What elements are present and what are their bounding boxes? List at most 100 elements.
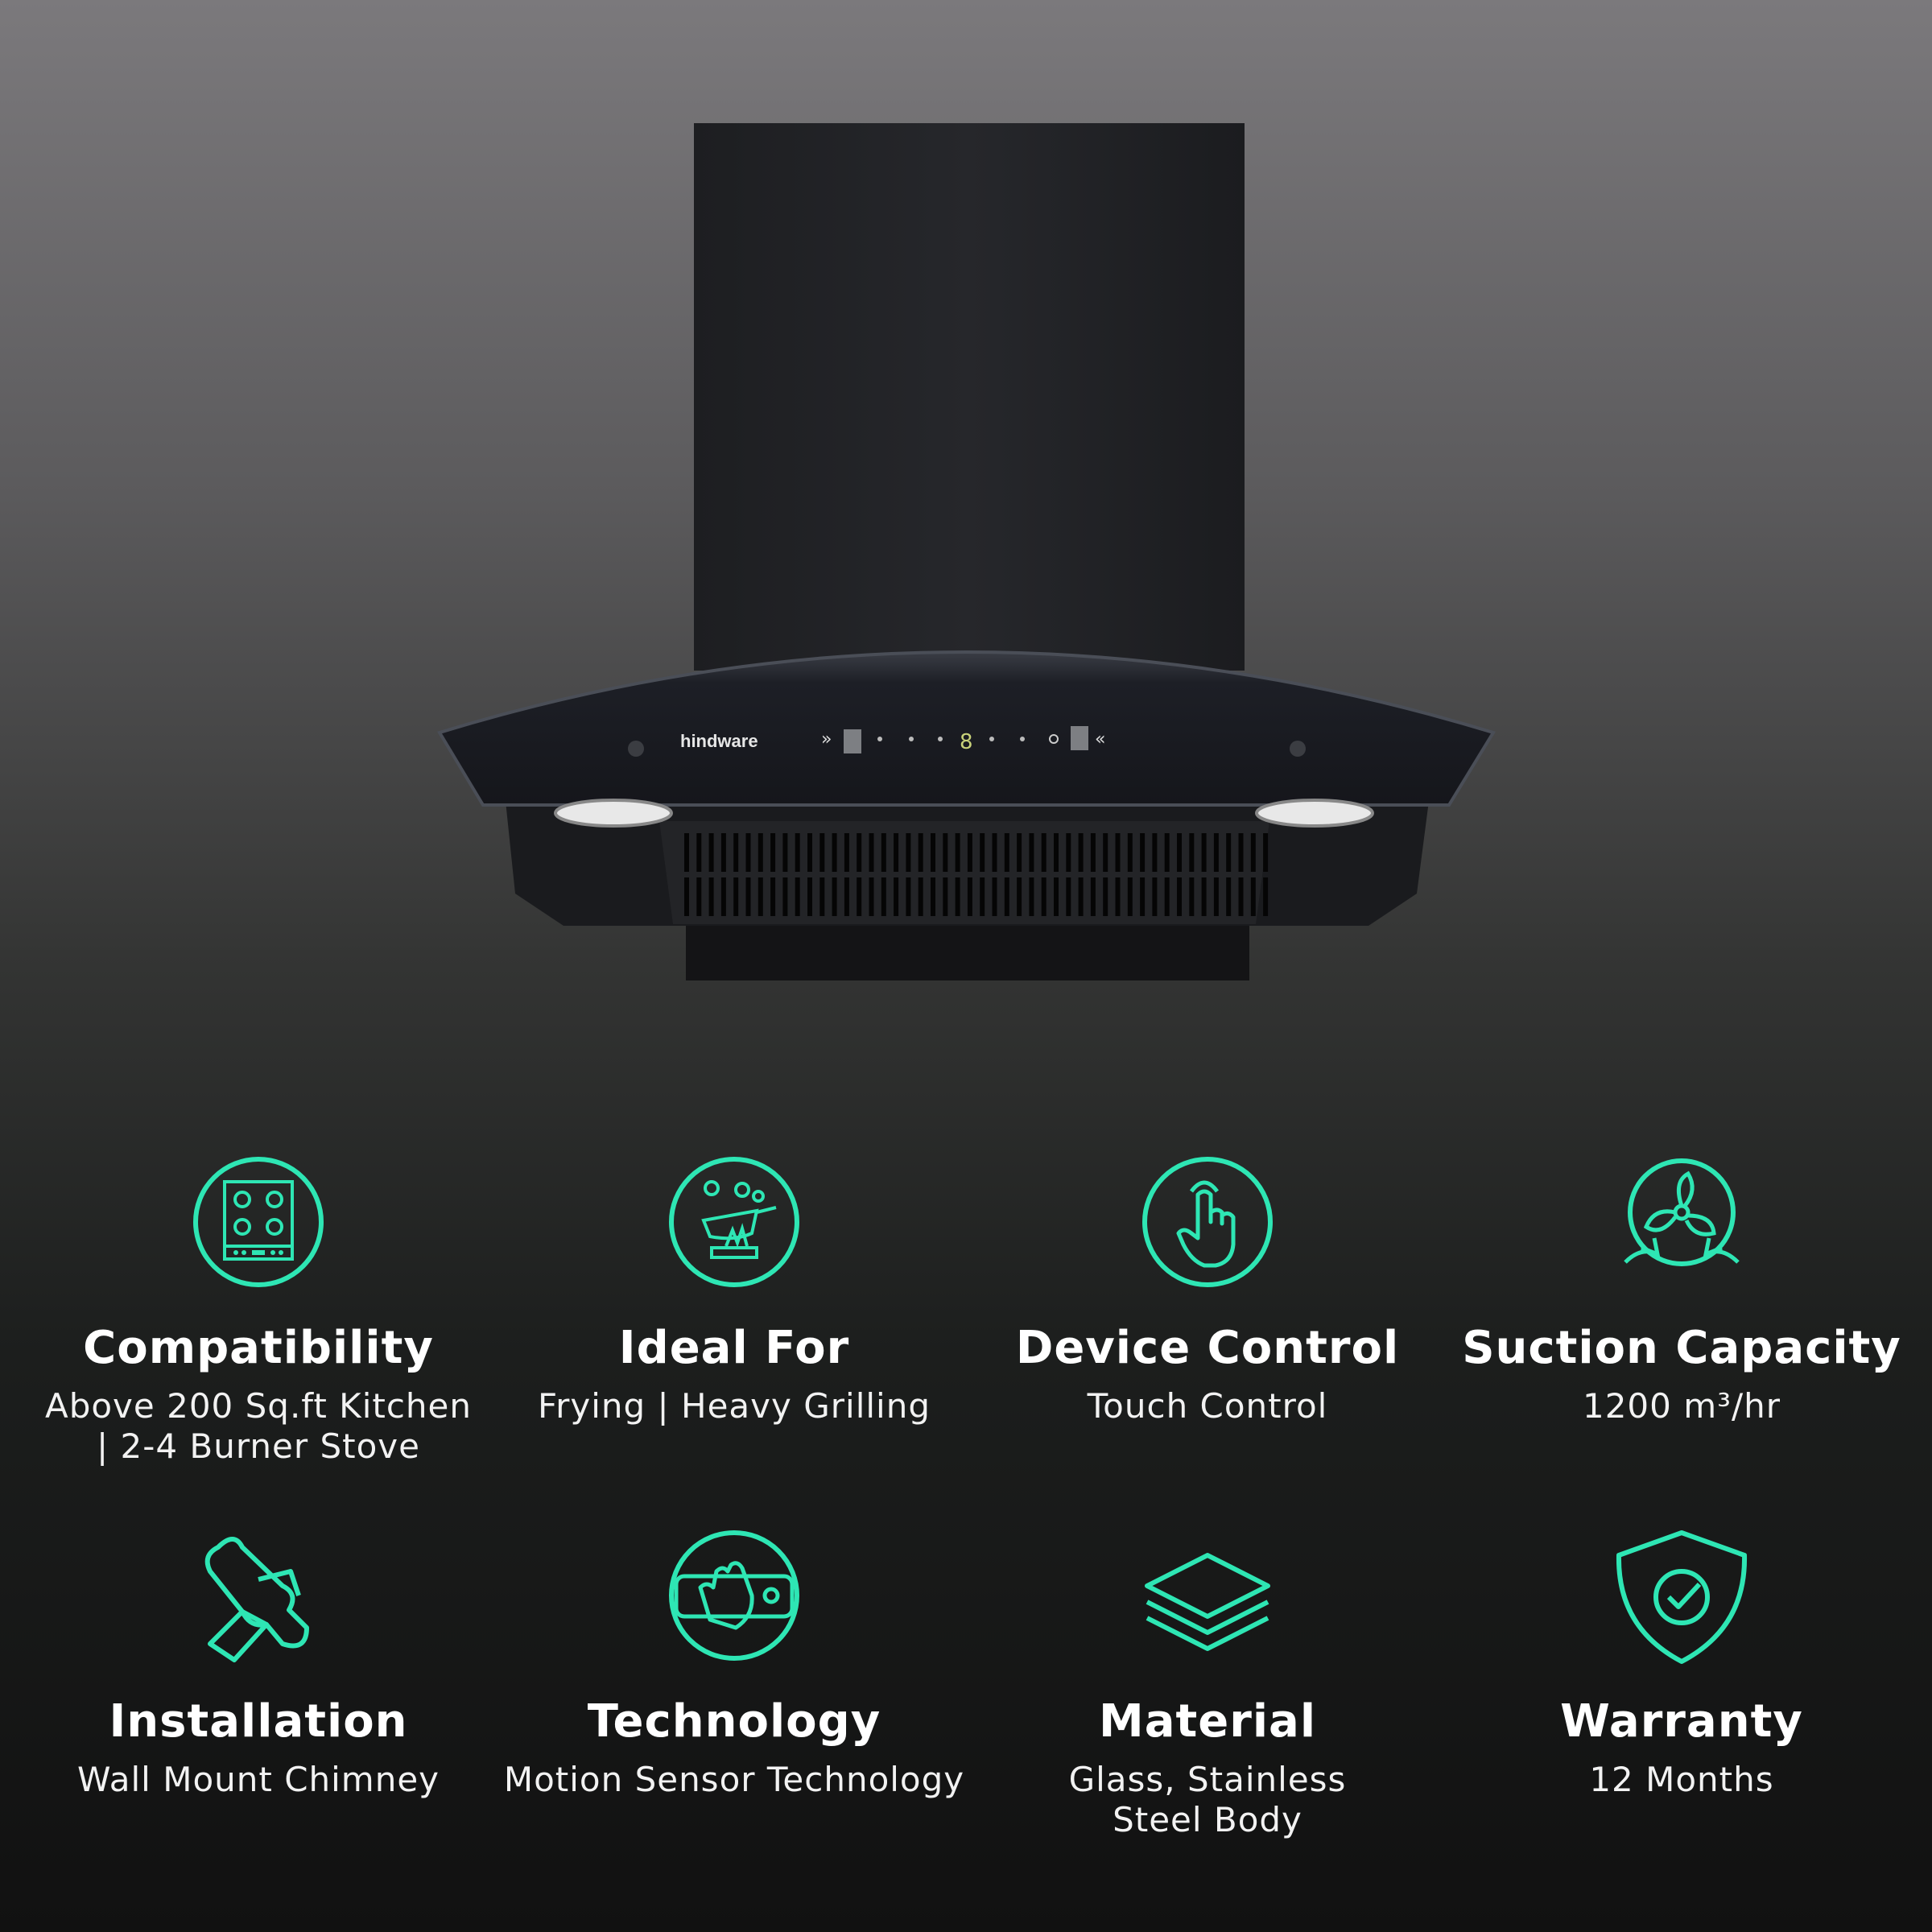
grille-slot <box>1238 833 1244 872</box>
grille-slot <box>894 877 899 916</box>
grille-slot <box>745 833 751 872</box>
chimney-duct <box>694 123 1245 671</box>
grille-slot <box>1177 877 1182 916</box>
grille-slot <box>931 833 935 872</box>
shield-check-icon <box>1616 1530 1748 1664</box>
touch-hand-icon <box>1142 1157 1273 1287</box>
grille-slot <box>881 833 886 872</box>
grille-slot <box>1226 877 1232 916</box>
grille-slot <box>1066 877 1071 916</box>
grille-slot <box>782 833 788 872</box>
grille-slot <box>1140 833 1146 872</box>
feature-description-line: Touch Control <box>1087 1386 1328 1426</box>
grille-slot <box>1017 877 1022 916</box>
grille-slot <box>1090 833 1096 872</box>
feature-description-line: | 2-4 Burner Stove <box>96 1426 420 1466</box>
side-knob-right <box>1290 741 1306 757</box>
feature-title: Ideal For <box>618 1322 850 1374</box>
grille-slot <box>1078 833 1084 872</box>
feature-title: Warranty <box>1560 1695 1803 1748</box>
grille-slot <box>720 833 726 872</box>
feature-description: Frying | Heavy Grilling <box>493 1386 976 1426</box>
wrench-hand-icon <box>204 1537 309 1662</box>
grille-slot <box>1140 877 1146 916</box>
light-icon[interactable] <box>877 737 882 741</box>
feature-description: 1200 m³/hr <box>1440 1386 1923 1426</box>
panel-dot-icon <box>1020 737 1025 741</box>
grille-slot <box>832 877 837 916</box>
grille-slot <box>770 877 776 916</box>
feature-description-line: Frying | Heavy Grilling <box>537 1386 931 1426</box>
speed-up-icon[interactable]: » <box>821 729 832 749</box>
feature-title: Material <box>1098 1695 1317 1748</box>
display-digit-icon: 8 <box>960 730 973 754</box>
fan-suction-icon <box>1624 1158 1740 1266</box>
glass-canopy <box>436 650 1496 807</box>
grille-slot <box>1090 877 1096 916</box>
hood-light-left <box>554 799 673 828</box>
feature-description: 12 Months <box>1440 1760 1923 1800</box>
feature-description: Motion Sensor Technology <box>493 1760 976 1800</box>
grille-slot <box>708 877 714 916</box>
grille-slot <box>1127 877 1133 916</box>
grille-slot <box>1041 833 1046 872</box>
grille-slot <box>708 833 714 872</box>
grille-slot <box>918 833 923 872</box>
grille-slot <box>1004 833 1009 872</box>
grille-slot <box>869 877 874 916</box>
grille-slot <box>782 877 788 916</box>
feature-description-line: Above 200 Sq.ft Kitchen <box>44 1386 473 1426</box>
feature-description-line: Glass, Stainless <box>1068 1760 1347 1799</box>
feature-description-line: 1200 m³/hr <box>1582 1386 1781 1426</box>
grille-slot <box>857 833 862 872</box>
grille-slot <box>869 833 874 872</box>
grille-slot <box>857 877 862 916</box>
grille-slot <box>1226 833 1232 872</box>
feature-title: Device Control <box>1015 1322 1400 1374</box>
feature-warranty: Warranty 12 Months <box>1440 1523 1923 1800</box>
chimney-product-image: hindware » 8 « <box>436 123 1496 980</box>
grille-slot <box>1054 833 1059 872</box>
grille-slot <box>807 877 812 916</box>
brand-logo: hindware <box>680 731 758 751</box>
grille-slot <box>967 833 972 872</box>
grille-slot <box>980 833 985 872</box>
grille-slot <box>1164 877 1170 916</box>
grille-slot <box>1238 877 1244 916</box>
grille-slot <box>1263 877 1269 916</box>
feature-title: Compatibility <box>83 1322 434 1374</box>
power-icon[interactable] <box>1049 734 1059 744</box>
grille-slot <box>758 833 763 872</box>
grille-slot <box>795 877 800 916</box>
grille-slot <box>1004 877 1009 916</box>
grille-slot <box>733 833 739 872</box>
grille-slot <box>1152 877 1158 916</box>
grille-slot <box>684 877 689 916</box>
grille-slot <box>795 833 800 872</box>
feature-description-line: Steel Body <box>1113 1800 1302 1839</box>
grille-slot <box>1213 877 1219 916</box>
grille-slot <box>1152 833 1158 872</box>
grille-slot <box>980 877 985 916</box>
touch-control-panel[interactable]: » 8 « <box>821 726 1105 754</box>
feature-description: Touch Control <box>966 1386 1449 1426</box>
grille-slot <box>1017 833 1022 872</box>
grille-slot <box>807 833 812 872</box>
grille-slot <box>770 833 776 872</box>
motion-sensor-icon <box>669 1530 799 1661</box>
speed-down-icon[interactable]: « <box>1095 729 1105 749</box>
grille-slot <box>955 833 960 872</box>
grille-slot <box>955 877 960 916</box>
grille-slot <box>1066 833 1071 872</box>
grille-slot <box>1115 833 1121 872</box>
grille-slot <box>1054 877 1059 916</box>
grille-slot <box>943 833 948 872</box>
timer-icon[interactable] <box>989 737 994 741</box>
feature-title: Technology <box>587 1695 881 1748</box>
